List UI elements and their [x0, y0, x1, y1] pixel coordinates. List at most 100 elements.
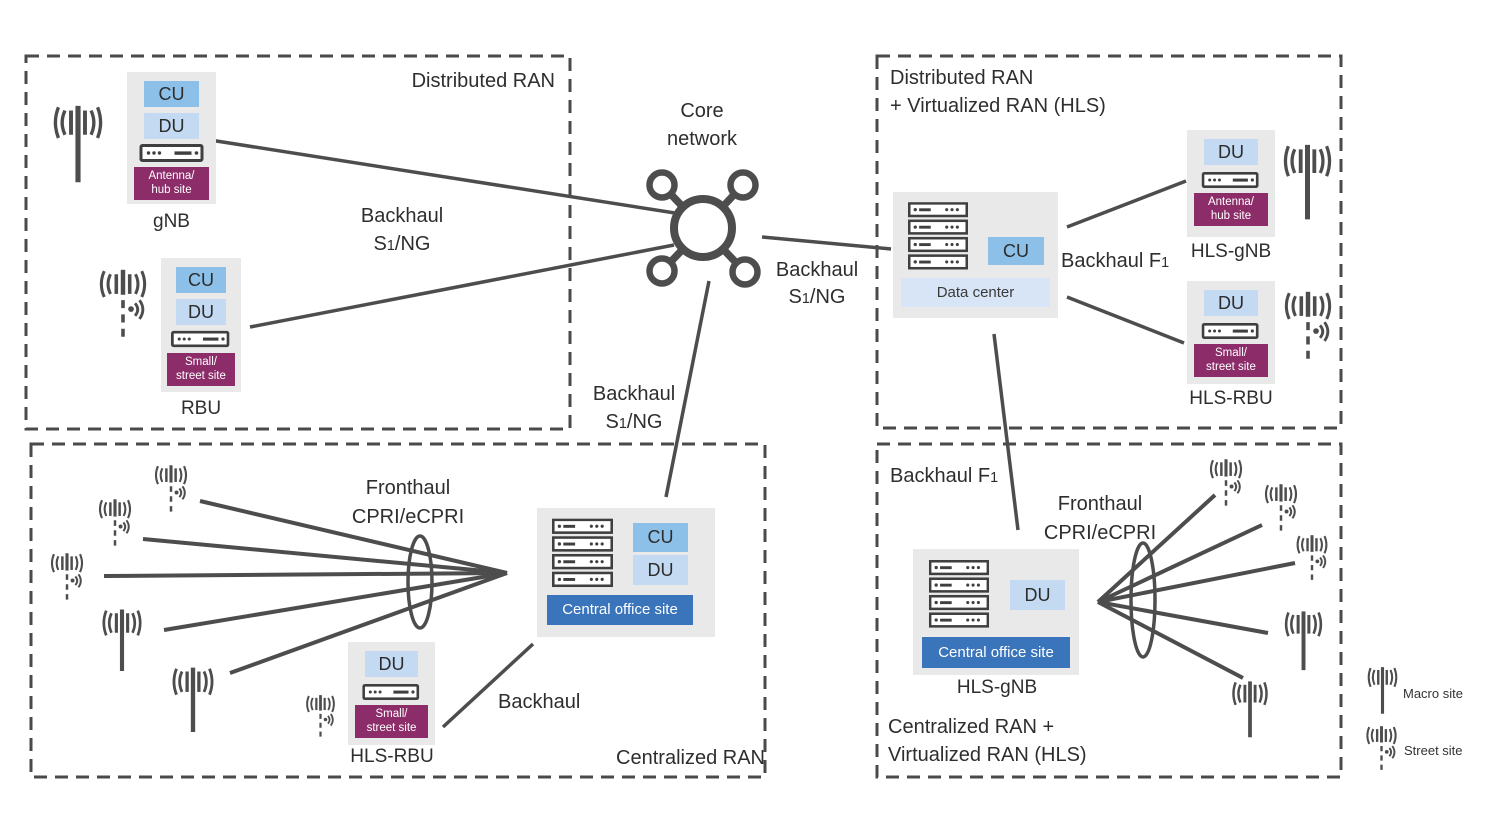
- box-centralized-ran: [29, 442, 767, 779]
- fronthaul-text: Fronthaul: [1057, 493, 1143, 515]
- link-hlsrbu-centraloffice: [441, 642, 535, 729]
- macro-site-icon: [1233, 681, 1266, 737]
- label-backhaul-f1-top: Backhaul F1: [1061, 250, 1170, 272]
- hls-gnb-node-panel: DU Antenna/hub site: [1187, 130, 1275, 237]
- title-line: Centralized RAN +: [888, 716, 1055, 738]
- fronthaul-line: [103, 571, 508, 578]
- label-fronthaul-right: Fronthaul CPRI/eCPRI: [1000, 490, 1200, 548]
- server-icon: [139, 144, 204, 162]
- title-line: + Virtualized RAN (HLS): [890, 95, 1106, 117]
- hls-gnb-central-office-panel: DU Central office site: [913, 549, 1079, 675]
- box-centralized-virtualized-ran: [875, 442, 1343, 779]
- street-site-icon: [1295, 534, 1329, 584]
- small-street-site-badge: Small/street site: [167, 353, 235, 386]
- label-backhaul-s1ng-mid: Backhaul S1/NG: [534, 380, 734, 438]
- link-gnb-core: [209, 138, 676, 215]
- link-datacenter-hlsgnb-br: [992, 333, 1020, 531]
- street-site-icon: [305, 694, 336, 740]
- legend-macro-site-icon: [1367, 666, 1398, 716]
- label-backhaul-bottom-left: Backhaul: [498, 691, 581, 713]
- fronthaul-line: [199, 499, 508, 575]
- macro-site-icon: [1286, 611, 1321, 670]
- du-unit: DU: [1203, 139, 1259, 165]
- title-line: Virtualized RAN (HLS): [888, 744, 1087, 766]
- label-backhaul-f1-bottom: Backhaul F1: [890, 465, 999, 487]
- box-distributed-ran: [24, 54, 572, 431]
- connection-lines: [209, 138, 1187, 729]
- fronthaul-line: [142, 537, 508, 575]
- server-rack-icon: [552, 518, 613, 588]
- server-icon: [171, 330, 229, 348]
- backhaul-text: Backhaul: [360, 205, 444, 227]
- rbu-node-panel: CU DU Small/street site: [161, 258, 241, 392]
- link-core-centraloffice: [664, 280, 711, 498]
- gnb-label: gNB: [153, 211, 190, 232]
- antenna-hub-site-badge: Antenna/hub site: [134, 167, 209, 200]
- fronthaul-lens-right: [1129, 541, 1157, 659]
- legend-street-site-label: Street site: [1404, 743, 1463, 758]
- street-site-icon: [98, 498, 132, 550]
- data-center-panel: CU Data center: [893, 192, 1058, 318]
- hls-rbu-node-panel: DU Small/street site: [348, 642, 435, 745]
- du-unit: DU: [1203, 290, 1259, 316]
- legend-macro-site-label: Macro site: [1403, 686, 1463, 701]
- core-network-label: Core network: [602, 97, 802, 153]
- cpri-text: CPRI/eCPRI: [1043, 522, 1157, 544]
- server-rack-icon: [928, 560, 990, 628]
- link-datacenter-hlsrbu: [1066, 295, 1185, 345]
- server-icon: [359, 684, 423, 700]
- hls-rbu-label: HLS-RBU: [1189, 388, 1273, 409]
- gnb-node-panel: CU DU Antenna/hub site: [127, 72, 216, 204]
- core-network-icon: [646, 169, 761, 288]
- du-unit: DU: [1010, 580, 1065, 610]
- small-street-site-badge: Small/street site: [354, 705, 429, 738]
- fronthaul-line: [163, 571, 508, 632]
- central-office-badge: Central office site: [547, 595, 693, 625]
- macro-site-icon: [174, 668, 212, 732]
- hls-rbu-label: HLS-RBU: [350, 746, 434, 767]
- cu-unit: CU: [176, 267, 226, 293]
- core-label-line: Core: [680, 100, 724, 122]
- legend-street-site-icon: [1365, 725, 1398, 774]
- hls-rbu-node-panel: DU Small/street site: [1187, 281, 1275, 384]
- macro-site-icon: [55, 106, 100, 182]
- label-backhaul-s1ng-left: Backhaul S1/NG: [302, 202, 502, 260]
- macro-site-icon: [1285, 145, 1329, 220]
- street-site-icon: [1286, 292, 1329, 362]
- fronthaul-lens-left: [406, 534, 434, 630]
- s1ng-text: S1/NG: [788, 286, 846, 308]
- cu-unit: CU: [988, 237, 1044, 265]
- rbu-label: RBU: [180, 398, 222, 419]
- street-site-icon: [50, 552, 84, 604]
- backhaul-text: Backhaul: [592, 383, 676, 405]
- fronthaul-line: [1097, 600, 1244, 680]
- cpri-text: CPRI/eCPRI: [351, 506, 465, 528]
- cu-unit: CU: [633, 523, 688, 552]
- fronthaul-line: [1097, 523, 1263, 604]
- label-backhaul-s1ng-core: Backhaul S1/NG: [762, 257, 872, 313]
- street-site-icon: [1209, 458, 1243, 510]
- fronthaul-line: [1097, 600, 1269, 635]
- title-centralized-ran: Centralized RAN: [616, 747, 765, 769]
- small-street-site-badge: Small/street site: [1194, 344, 1268, 377]
- hls-gnb-label: HLS-gNB: [1190, 241, 1272, 262]
- label-fronthaul-left: Fronthaul CPRI/eCPRI: [308, 474, 508, 532]
- du-unit: DU: [364, 651, 419, 677]
- link-datacenter-hlsgnb: [1066, 179, 1187, 229]
- backhaul-text: Backhaul: [775, 259, 859, 281]
- box-distributed-virtualized-ran: [875, 54, 1343, 430]
- core-label-line: network: [666, 128, 738, 150]
- du-unit: DU: [633, 555, 688, 585]
- title-centralized-virtualized: Centralized RAN + Virtualized RAN (HLS): [888, 713, 1087, 769]
- server-icon: [1198, 323, 1262, 339]
- central-office-badge: Central office site: [922, 637, 1070, 668]
- cu-unit: CU: [143, 81, 200, 107]
- server-rack-icon: [908, 202, 968, 270]
- du-unit: DU: [143, 113, 200, 139]
- street-site-icon: [154, 464, 188, 516]
- antenna-hub-site-badge: Antenna/hub site: [1194, 193, 1268, 226]
- s1ng-text: S1/NG: [373, 233, 431, 255]
- s1ng-text: S1/NG: [605, 411, 663, 433]
- du-unit: DU: [176, 299, 226, 325]
